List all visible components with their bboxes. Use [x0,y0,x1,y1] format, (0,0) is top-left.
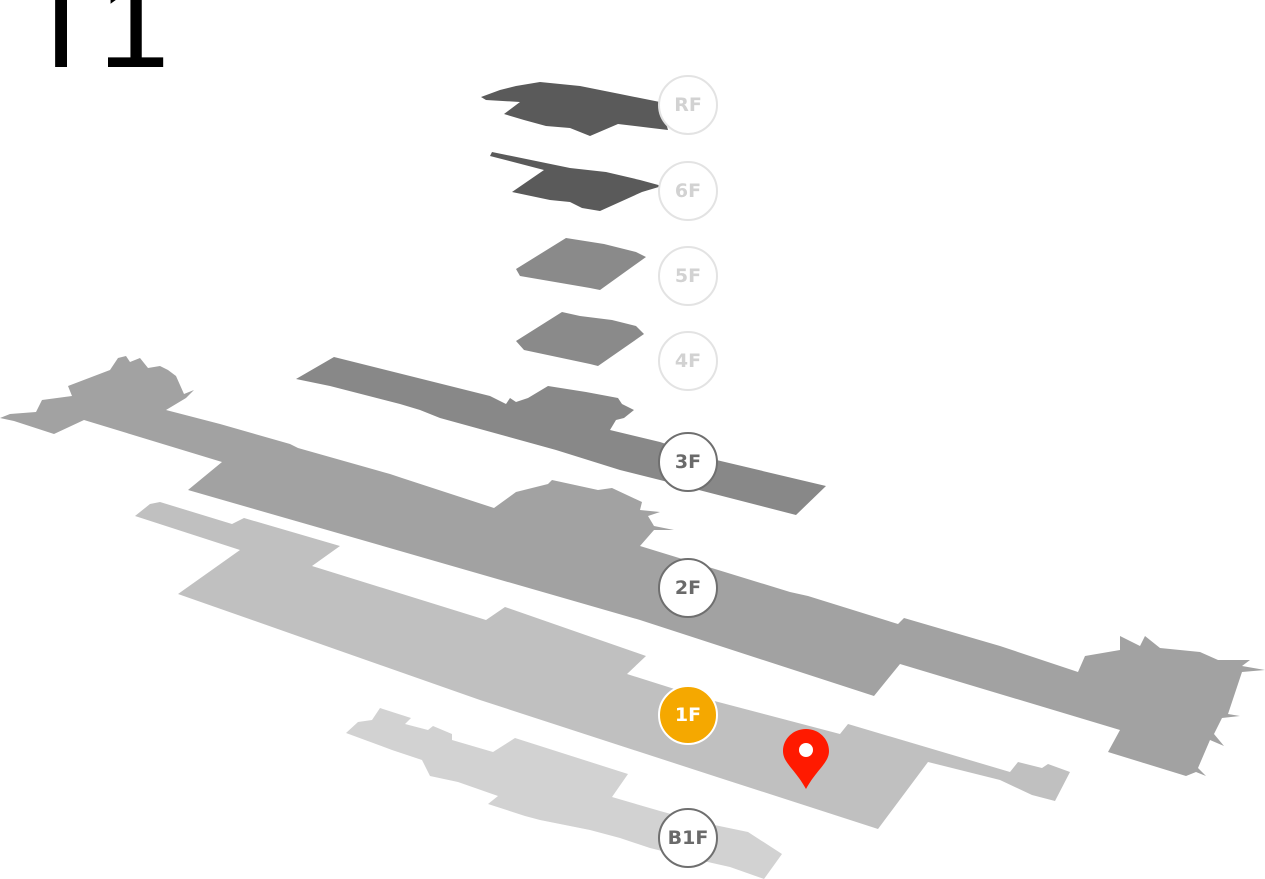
location-pin-shape [783,729,829,789]
floor-button-4f[interactable]: 4F [658,331,718,391]
floor-button-2f[interactable]: 2F [658,558,718,618]
floor-shape-4F[interactable] [516,312,644,366]
floor-button-3f[interactable]: 3F [658,432,718,492]
location-pin-dot [799,743,813,757]
location-pin-icon[interactable] [781,727,831,791]
floor-shape-5F[interactable] [516,238,646,290]
floor-button-6f[interactable]: 6F [658,161,718,221]
floor-button-rf[interactable]: RF [658,75,718,135]
floor-shape-1F[interactable] [135,502,1070,829]
floor-button-1f[interactable]: 1F [658,685,718,745]
floor-button-b1f[interactable]: B1F [658,808,718,868]
terminal-title: T1 [22,0,169,95]
floor-shape-2F[interactable] [0,356,1265,776]
floor-button-5f[interactable]: 5F [658,246,718,306]
floor-shape-6F[interactable] [490,152,662,211]
floor-shape-RF[interactable] [481,82,668,136]
